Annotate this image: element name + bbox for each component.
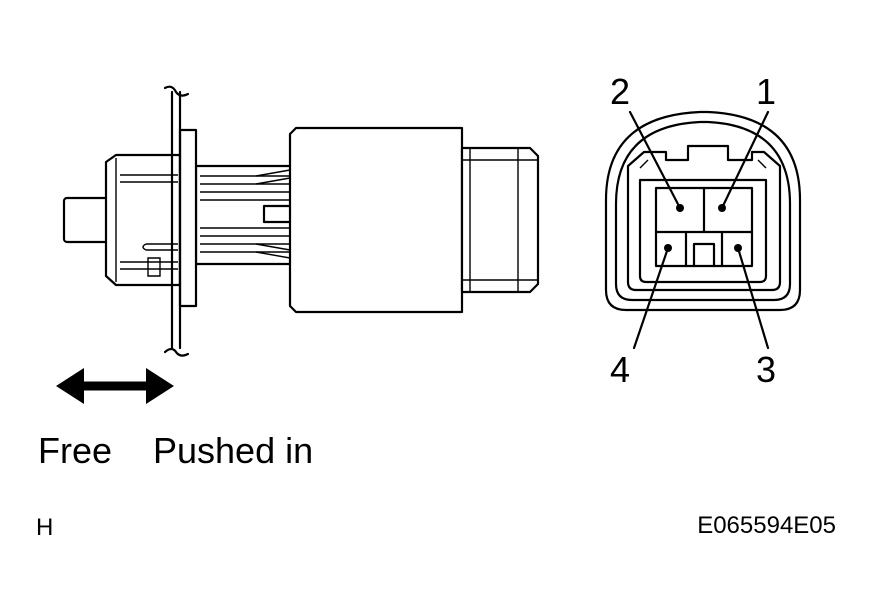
corner-mark: H bbox=[36, 514, 53, 541]
connector-housing bbox=[460, 146, 540, 294]
figure-code: E065594E05 bbox=[697, 512, 836, 539]
pin-label-4: 4 bbox=[610, 349, 630, 390]
pin-label-2: 2 bbox=[610, 71, 630, 112]
connector-face-view bbox=[604, 110, 802, 350]
state-pushed-label: Pushed in bbox=[153, 430, 313, 471]
plunger-tip bbox=[62, 196, 110, 244]
pin-label-1: 1 bbox=[756, 71, 776, 112]
threaded-shaft bbox=[194, 164, 294, 266]
pin-label-3: 3 bbox=[756, 349, 776, 390]
switch-body bbox=[288, 126, 464, 314]
switch-side-view bbox=[62, 85, 540, 357]
state-free-label: Free bbox=[38, 430, 112, 471]
mounting-panel bbox=[163, 85, 198, 357]
movement-arrow-icon bbox=[56, 368, 174, 404]
